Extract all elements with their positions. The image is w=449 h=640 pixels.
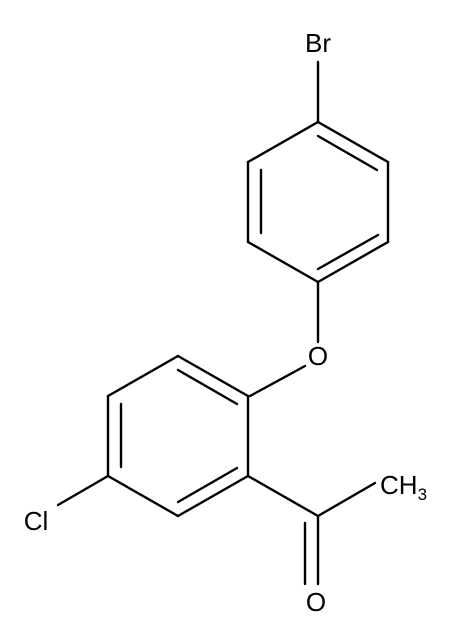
bromophenyl-ring — [246, 120, 390, 284]
double-bond-inner — [176, 466, 239, 504]
bond — [106, 354, 180, 398]
bond — [316, 240, 390, 284]
methyl-base-text: CH — [380, 470, 418, 500]
bond — [106, 474, 180, 518]
carbonyl-oxygen-label: O — [306, 587, 326, 617]
bond-carbonyl-methyl — [316, 481, 377, 518]
bond-ring-carbonyl — [246, 474, 320, 518]
bond — [246, 240, 320, 284]
bond — [246, 120, 320, 164]
bond-o-c-lower — [248, 364, 307, 398]
bond — [316, 120, 390, 164]
chlorophenyl-ring — [106, 354, 250, 518]
double-bond-inner — [316, 134, 379, 172]
double-bond-inner — [176, 368, 239, 406]
double-bond-inner — [316, 233, 380, 271]
ether-oxygen-label: O — [308, 341, 328, 371]
chlorine-label: Cl — [24, 506, 49, 536]
bond-c-cl — [56, 474, 110, 507]
bromine-label: Br — [305, 28, 331, 58]
methyl-label: CH3 — [380, 470, 427, 504]
methyl-subscript-text: 3 — [418, 485, 427, 504]
bond — [176, 354, 250, 398]
bond — [176, 474, 250, 518]
